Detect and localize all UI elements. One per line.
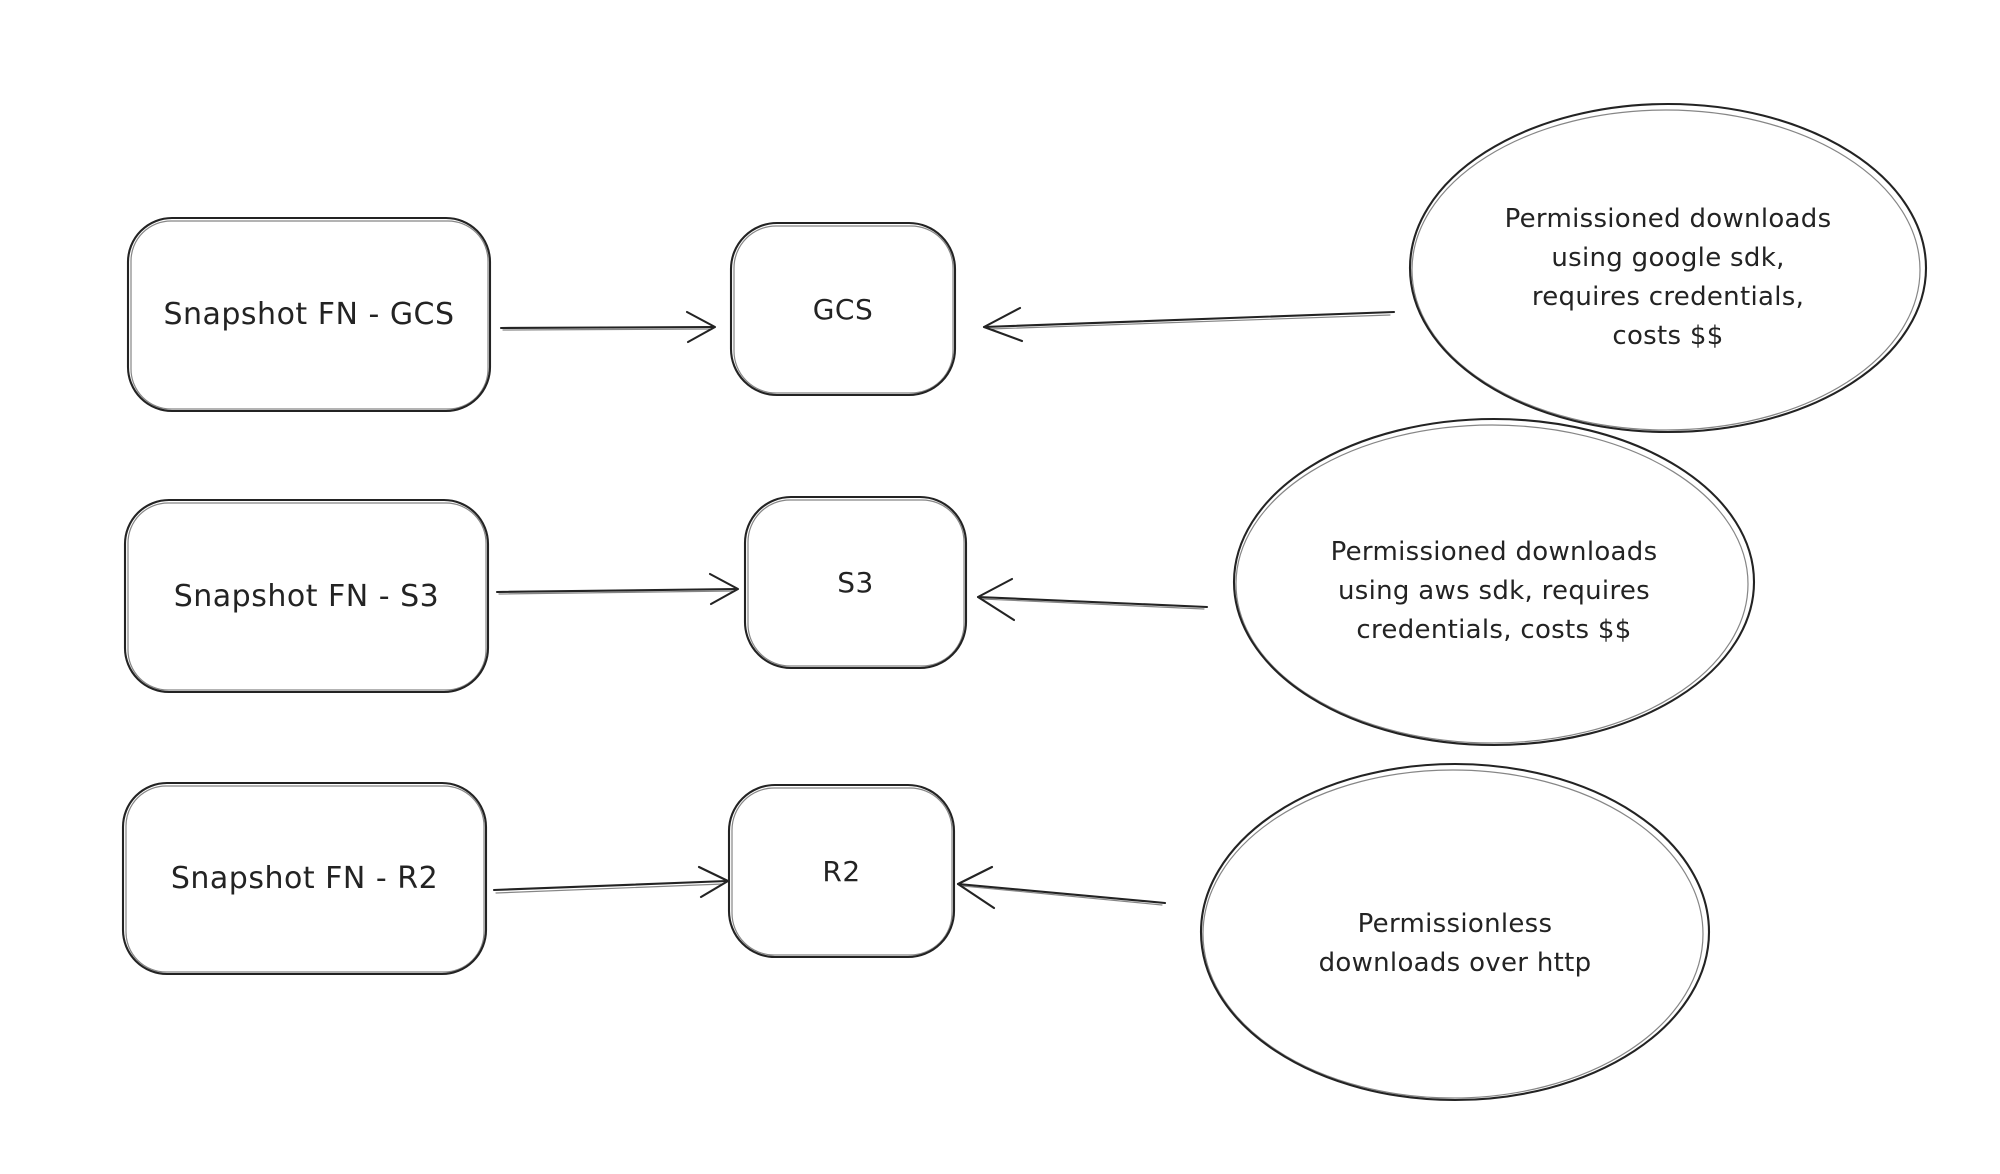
arrow-note-to-gcs <box>982 306 1396 343</box>
arrow-source-to-gcs <box>499 310 717 344</box>
note-line: downloads over http <box>1318 948 1592 978</box>
source-box-r2 <box>121 781 488 976</box>
note-ellipse-gcs <box>1408 102 1928 434</box>
arrow-source-to-s3 <box>495 572 740 606</box>
arrow-source-to-r2 <box>492 865 730 899</box>
note-ellipse-s3 <box>1232 417 1756 747</box>
note-line: costs $$ <box>1612 321 1724 351</box>
source-box-s3-label: Snapshot FN - S3 <box>173 578 440 614</box>
note-ellipse-r2 <box>1199 762 1711 1102</box>
target-box-s3 <box>743 495 968 670</box>
note-line: Permissionless <box>1357 909 1553 939</box>
arrow-note-to-s3 <box>976 577 1209 622</box>
target-box-gcs-label: GCS <box>812 292 874 326</box>
target-box-r2-label: R2 <box>822 854 861 888</box>
source-box-s3 <box>123 498 490 694</box>
arrow-note-to-r2 <box>956 865 1167 910</box>
note-s3-text: Permissioned downloads using aws sdk, re… <box>1244 533 1744 650</box>
note-line: Permissioned downloads <box>1504 204 1832 234</box>
note-r2-text: Permissionless downloads over http <box>1205 905 1705 983</box>
source-box-gcs <box>126 216 492 413</box>
note-gcs-text: Permissioned downloads using google sdk,… <box>1418 200 1918 356</box>
target-box-gcs <box>729 221 957 397</box>
note-line: requires credentials, <box>1531 282 1805 312</box>
source-box-r2-label: Snapshot FN - R2 <box>170 861 439 896</box>
note-line: using aws sdk, requires <box>1337 576 1651 606</box>
note-line: using google sdk, <box>1551 243 1785 273</box>
note-line: credentials, costs $$ <box>1356 615 1632 645</box>
target-box-r2 <box>727 783 956 959</box>
target-box-s3-label: S3 <box>837 566 874 599</box>
source-box-gcs-label: Snapshot FN - GCS <box>163 297 455 332</box>
note-line: Permissioned downloads <box>1330 537 1658 567</box>
